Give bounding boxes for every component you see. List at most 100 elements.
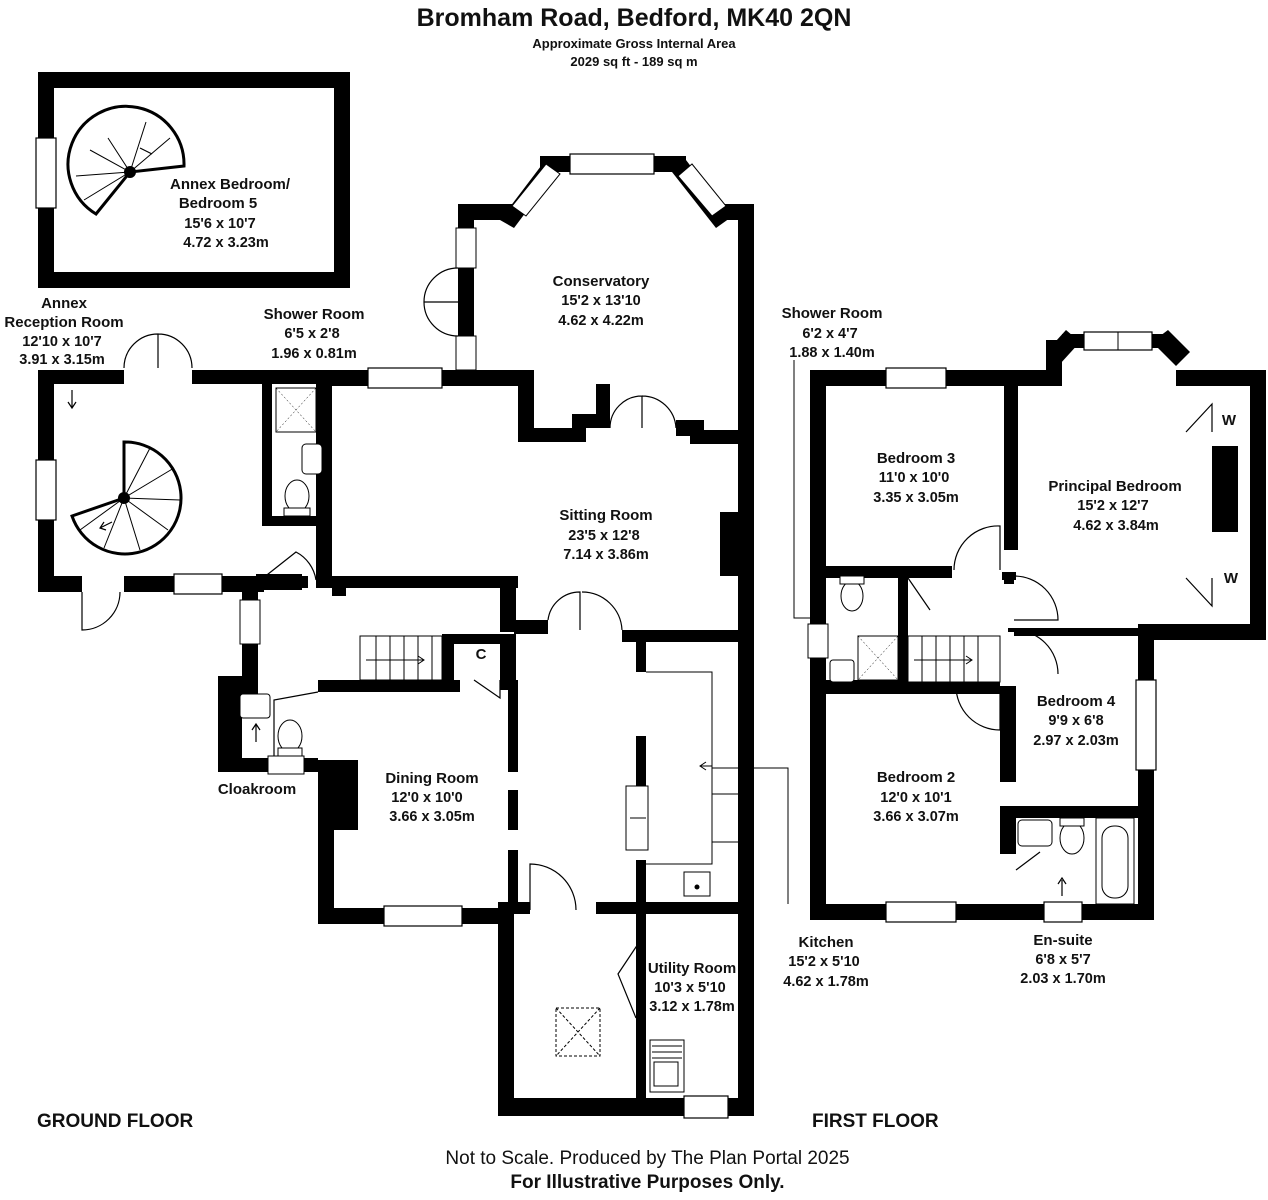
arrow-icon: [251, 722, 261, 742]
window: [511, 163, 561, 217]
window: [455, 227, 477, 269]
shower-first-name: Shower Room: [782, 305, 883, 322]
window: [383, 905, 463, 927]
utility-metric: 3.12 x 1.78m: [649, 999, 734, 1015]
window: [807, 623, 829, 659]
kitchen-name: Kitchen: [798, 934, 853, 951]
annex-reception-walls: [38, 370, 462, 592]
basin-icon: [1017, 819, 1053, 847]
window: [677, 163, 727, 217]
ensuite-imperial: 6'8 x 5'7: [1035, 952, 1090, 968]
sitting-metric: 7.14 x 3.86m: [563, 547, 648, 563]
basin-icon: [829, 659, 855, 683]
arrow-icon: [67, 390, 77, 410]
toilet-icon: [1059, 821, 1085, 855]
toilet-icon: [277, 719, 303, 753]
dining-name: Dining Room: [385, 770, 478, 787]
toilet-icon: [840, 580, 864, 612]
annex-bedroom-name2: Bedroom 5: [179, 195, 257, 212]
bedroom2-name: Bedroom 2: [877, 769, 955, 786]
internal-walls-ground: [218, 574, 742, 1104]
sitting-name: Sitting Room: [559, 507, 652, 524]
window: [885, 367, 947, 389]
conservatory-imperial: 15'2 x 13'10: [561, 293, 640, 309]
window: [455, 335, 477, 371]
door: [257, 551, 317, 583]
bedroom3-name: Bedroom 3: [877, 450, 955, 467]
conservatory-metric: 4.62 x 4.22m: [558, 313, 643, 329]
wardrobe-mark-1: W: [1222, 412, 1237, 429]
principal-name: Principal Bedroom: [1048, 478, 1181, 495]
door: [473, 679, 501, 700]
annex-bedroom-metric: 4.72 x 3.23m: [183, 235, 268, 251]
door: [617, 937, 643, 1019]
sitting-imperial: 23'5 x 12'8: [568, 528, 639, 544]
main-house-walls: [318, 210, 754, 1116]
basin-icon: [239, 693, 271, 719]
annex-reception-name2: Reception Room: [4, 314, 123, 331]
bedroom2-metric: 3.66 x 3.07m: [873, 809, 958, 825]
bedroom4-imperial: 9'9 x 6'8: [1048, 713, 1103, 729]
principal-metric: 4.62 x 3.84m: [1073, 518, 1158, 534]
door-double: [609, 395, 677, 429]
door-double: [547, 591, 623, 631]
window: [1135, 679, 1157, 771]
first-floor-label: FIRST FLOOR: [812, 1111, 939, 1132]
dining-imperial: 12'0 x 10'0: [391, 790, 462, 806]
utility-name: Utility Room: [648, 960, 736, 977]
cupboard-mark: C: [476, 646, 487, 663]
cloakroom-name: Cloakroom: [218, 781, 296, 798]
stair-first-icon: [907, 635, 1001, 683]
kitchen-imperial: 15'2 x 5'10: [788, 954, 859, 970]
plan-area: 2029 sq ft - 189 sq m: [570, 54, 698, 69]
annex-reception-imperial: 12'10 x 10'7: [22, 334, 101, 350]
ensuite-metric: 2.03 x 1.70m: [1020, 971, 1105, 987]
annex-bedroom-name1: Annex Bedroom/: [170, 176, 291, 193]
window: [35, 459, 57, 521]
bedroom3-imperial: 11'0 x 10'0: [879, 470, 950, 486]
window: [367, 367, 443, 389]
kitchen-units: [625, 671, 789, 904]
bedroom4-name: Bedroom 4: [1037, 693, 1116, 710]
room-labels: Annex Bedroom/ Bedroom 5 15'6 x 10'7 4.7…: [4, 176, 1239, 1015]
toilet-icon: [284, 479, 310, 513]
shower-ground-imperial: 6'5 x 2'8: [284, 326, 339, 342]
conservatory-name: Conservatory: [553, 273, 650, 290]
stair-ground-icon: [359, 635, 443, 681]
utility-units: [555, 1007, 685, 1093]
first-floor-plan: [793, 330, 1266, 923]
principal-imperial: 15'2 x 12'7: [1077, 498, 1148, 514]
plan-subtitle: Approximate Gross Internal Area: [532, 36, 736, 51]
first-floor-doors: [907, 402, 1213, 871]
bedroom4-metric: 2.97 x 2.03m: [1033, 733, 1118, 749]
shower-first-metric: 1.88 x 1.40m: [789, 345, 874, 361]
first-floor-internal-walls: [824, 386, 1142, 854]
shower-ground-metric: 1.96 x 0.81m: [271, 346, 356, 362]
annex-reception-name1: Annex: [41, 295, 88, 312]
wardrobe-mark-2: W: [1224, 570, 1239, 587]
plan-title: Bromham Road, Bedford, MK40 2QN: [416, 4, 852, 32]
ground-floor-plan: [35, 72, 789, 1119]
window: [267, 755, 305, 775]
door-double: [123, 333, 193, 369]
basin-icon: [301, 443, 323, 475]
window: [35, 137, 57, 209]
ground-floor-label: GROUND FLOOR: [37, 1111, 194, 1132]
shower-first-imperial: 6'2 x 4'7: [802, 326, 857, 342]
spiral-stair-upper-icon: [66, 104, 186, 216]
spiral-stair-lower-icon: [70, 440, 183, 556]
scale-note: Not to Scale. Produced by The Plan Porta…: [445, 1148, 850, 1169]
door: [529, 863, 577, 911]
bedroom2-imperial: 12'0 x 10'1: [880, 790, 951, 806]
door: [81, 591, 121, 631]
shower-ground-name: Shower Room: [264, 306, 365, 323]
arrow-icon: [1057, 876, 1067, 896]
ensuite-name: En-suite: [1033, 932, 1092, 949]
annex-bedroom-walls: [38, 72, 350, 288]
kitchen-metric: 4.62 x 1.78m: [783, 974, 868, 990]
door: [273, 691, 319, 758]
window: [569, 153, 655, 175]
window: [1043, 901, 1083, 923]
window: [239, 599, 261, 645]
